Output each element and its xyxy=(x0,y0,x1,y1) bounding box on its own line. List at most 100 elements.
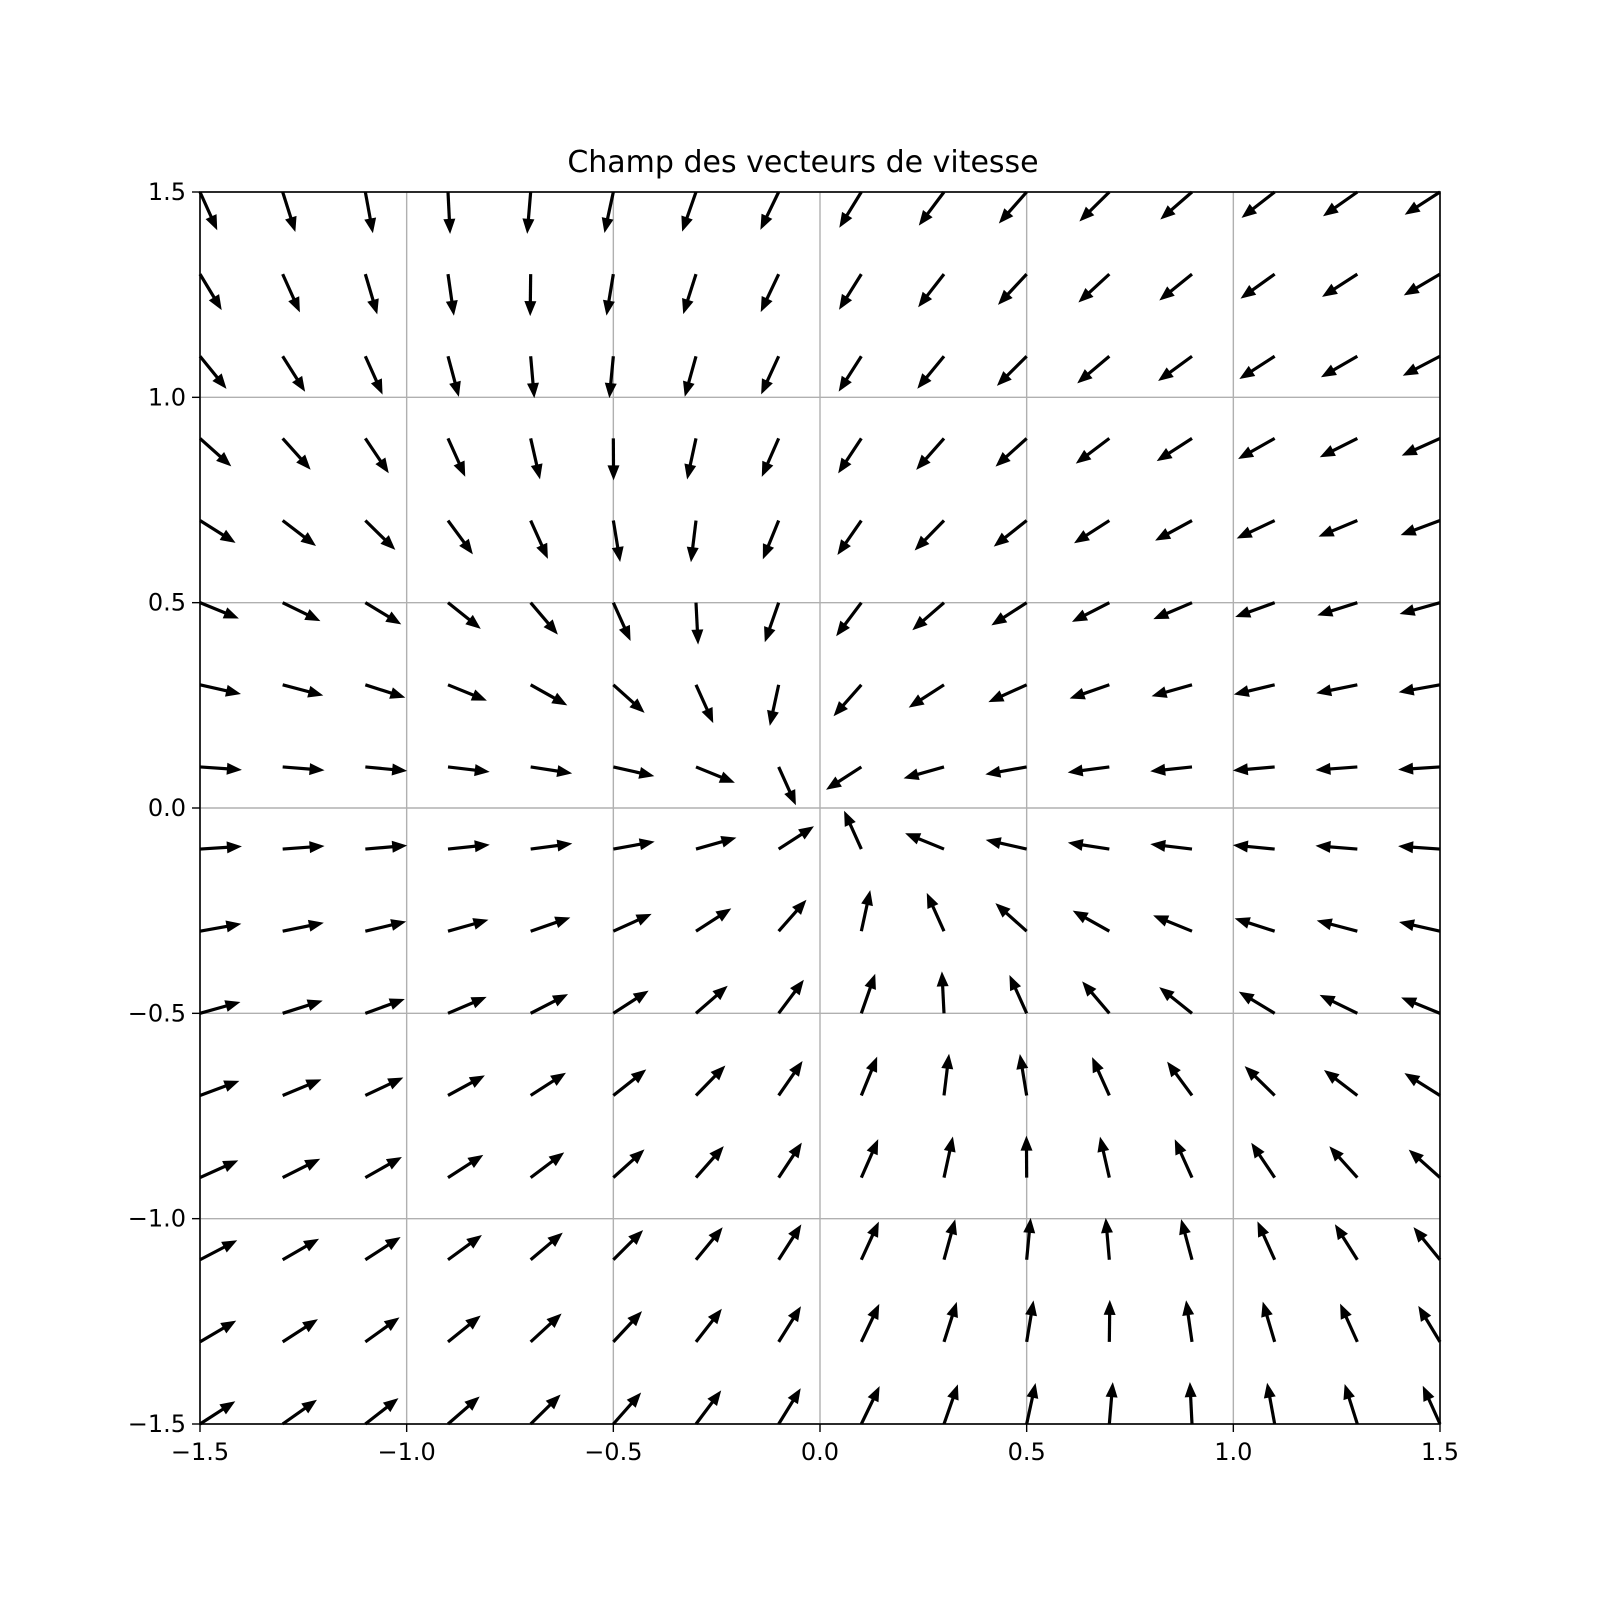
arrow-head xyxy=(464,1396,480,1411)
arrow-head xyxy=(387,1077,404,1090)
velocity-arrow xyxy=(1232,840,1275,853)
arrow-head xyxy=(918,291,933,308)
arrow-head xyxy=(385,1156,402,1170)
arrow-head xyxy=(991,612,1008,626)
arrow-head xyxy=(1026,1382,1039,1399)
arrow-head xyxy=(601,217,614,234)
arrow-head xyxy=(1023,1217,1036,1234)
arrow-head xyxy=(1238,446,1255,460)
velocity-arrow xyxy=(694,1227,723,1261)
arrow-head xyxy=(1322,283,1338,297)
arrow-head xyxy=(1184,1382,1197,1398)
velocity-arrow xyxy=(364,1077,404,1097)
velocity-arrow xyxy=(836,601,863,637)
velocity-arrow xyxy=(446,519,473,555)
velocity-arrow xyxy=(1401,997,1441,1015)
arrow-head xyxy=(686,546,699,563)
velocity-arrow xyxy=(1071,601,1111,622)
arrow-head xyxy=(208,294,222,311)
velocity-arrow xyxy=(282,919,324,933)
velocity-arrow xyxy=(839,273,863,310)
arrow-head xyxy=(285,215,297,233)
arrow-head xyxy=(833,701,848,717)
velocity-arrow xyxy=(364,437,389,474)
velocity-arrow xyxy=(1340,1303,1359,1343)
velocity-arrow xyxy=(1404,190,1441,215)
velocity-arrow xyxy=(522,191,535,234)
arrow-head xyxy=(943,1136,956,1153)
velocity-arrow xyxy=(1232,763,1275,776)
velocity-arrow xyxy=(777,1142,802,1179)
arrow-head xyxy=(908,694,925,708)
velocity-arrow xyxy=(695,835,737,851)
arrow-head xyxy=(547,1232,563,1247)
velocity-arrow xyxy=(1399,919,1441,933)
arrow-head xyxy=(1403,282,1420,296)
velocity-arrow xyxy=(988,683,1028,703)
arrow-head xyxy=(556,765,573,777)
velocity-arrow xyxy=(1399,601,1441,616)
velocity-arrow xyxy=(364,1317,400,1344)
velocity-arrow xyxy=(1025,1300,1037,1343)
arrow-head xyxy=(1167,1061,1181,1078)
arrow-head xyxy=(790,979,804,996)
velocity-arrow xyxy=(1153,915,1193,933)
arrow-head xyxy=(467,1154,484,1169)
arrow-head xyxy=(1408,1149,1424,1165)
velocity-arrow xyxy=(1156,437,1193,462)
arrow-head xyxy=(1400,524,1417,536)
arrow-head xyxy=(839,211,853,228)
velocity-arrow xyxy=(1400,519,1441,536)
velocity-arrow xyxy=(1159,272,1194,301)
velocity-arrow xyxy=(760,191,781,230)
velocity-arrow xyxy=(1150,763,1193,776)
x-tick-label: −0.5 xyxy=(584,1438,642,1466)
arrow-head xyxy=(226,762,242,775)
velocity-arrow xyxy=(1316,918,1358,933)
velocity-arrow xyxy=(1323,1069,1359,1097)
arrow-head xyxy=(222,607,239,619)
velocity-arrow xyxy=(1319,436,1359,458)
velocity-arrow xyxy=(1244,1066,1276,1097)
velocity-arrow xyxy=(1160,190,1194,220)
arrow-head xyxy=(914,535,930,551)
velocity-arrow xyxy=(859,1221,879,1261)
velocity-arrow xyxy=(447,1234,482,1262)
velocity-arrow xyxy=(1319,994,1359,1015)
arrow-head xyxy=(522,218,535,234)
velocity-arrow xyxy=(1315,762,1358,775)
velocity-arrow xyxy=(859,973,876,1014)
velocity-arrow xyxy=(529,1313,562,1344)
velocity-arrow xyxy=(1101,1217,1113,1260)
velocity-arrow xyxy=(695,908,732,933)
arrow-head xyxy=(1261,1301,1273,1318)
velocity-arrow xyxy=(1074,519,1111,544)
arrow-head xyxy=(684,463,697,480)
arrow-head xyxy=(527,382,539,399)
x-tick-label: −1.5 xyxy=(171,1438,229,1466)
arrow-head xyxy=(627,1311,643,1327)
velocity-arrow xyxy=(1329,1146,1359,1179)
arrow-head xyxy=(226,841,242,854)
velocity-arrow xyxy=(199,762,242,775)
velocity-arrow xyxy=(936,971,949,1014)
velocity-arrow xyxy=(1097,1136,1111,1178)
arrow-head xyxy=(712,985,728,1001)
velocity-arrow xyxy=(1092,1057,1111,1097)
arrow-head xyxy=(1404,201,1421,215)
velocity-arrow xyxy=(942,1301,958,1343)
velocity-arrow xyxy=(998,190,1028,224)
arrow-head xyxy=(300,532,317,547)
velocity-arrow xyxy=(612,1069,647,1097)
arrow-head xyxy=(1233,685,1250,697)
velocity-arrow xyxy=(527,356,539,399)
arrow-head xyxy=(1082,981,1097,997)
arrow-head xyxy=(916,454,931,470)
arrow-head xyxy=(867,1386,880,1403)
velocity-arrow xyxy=(997,273,1028,305)
velocity-arrow xyxy=(524,274,537,317)
velocity-arrow xyxy=(695,765,735,783)
x-tick-label: −1.0 xyxy=(378,1438,436,1466)
